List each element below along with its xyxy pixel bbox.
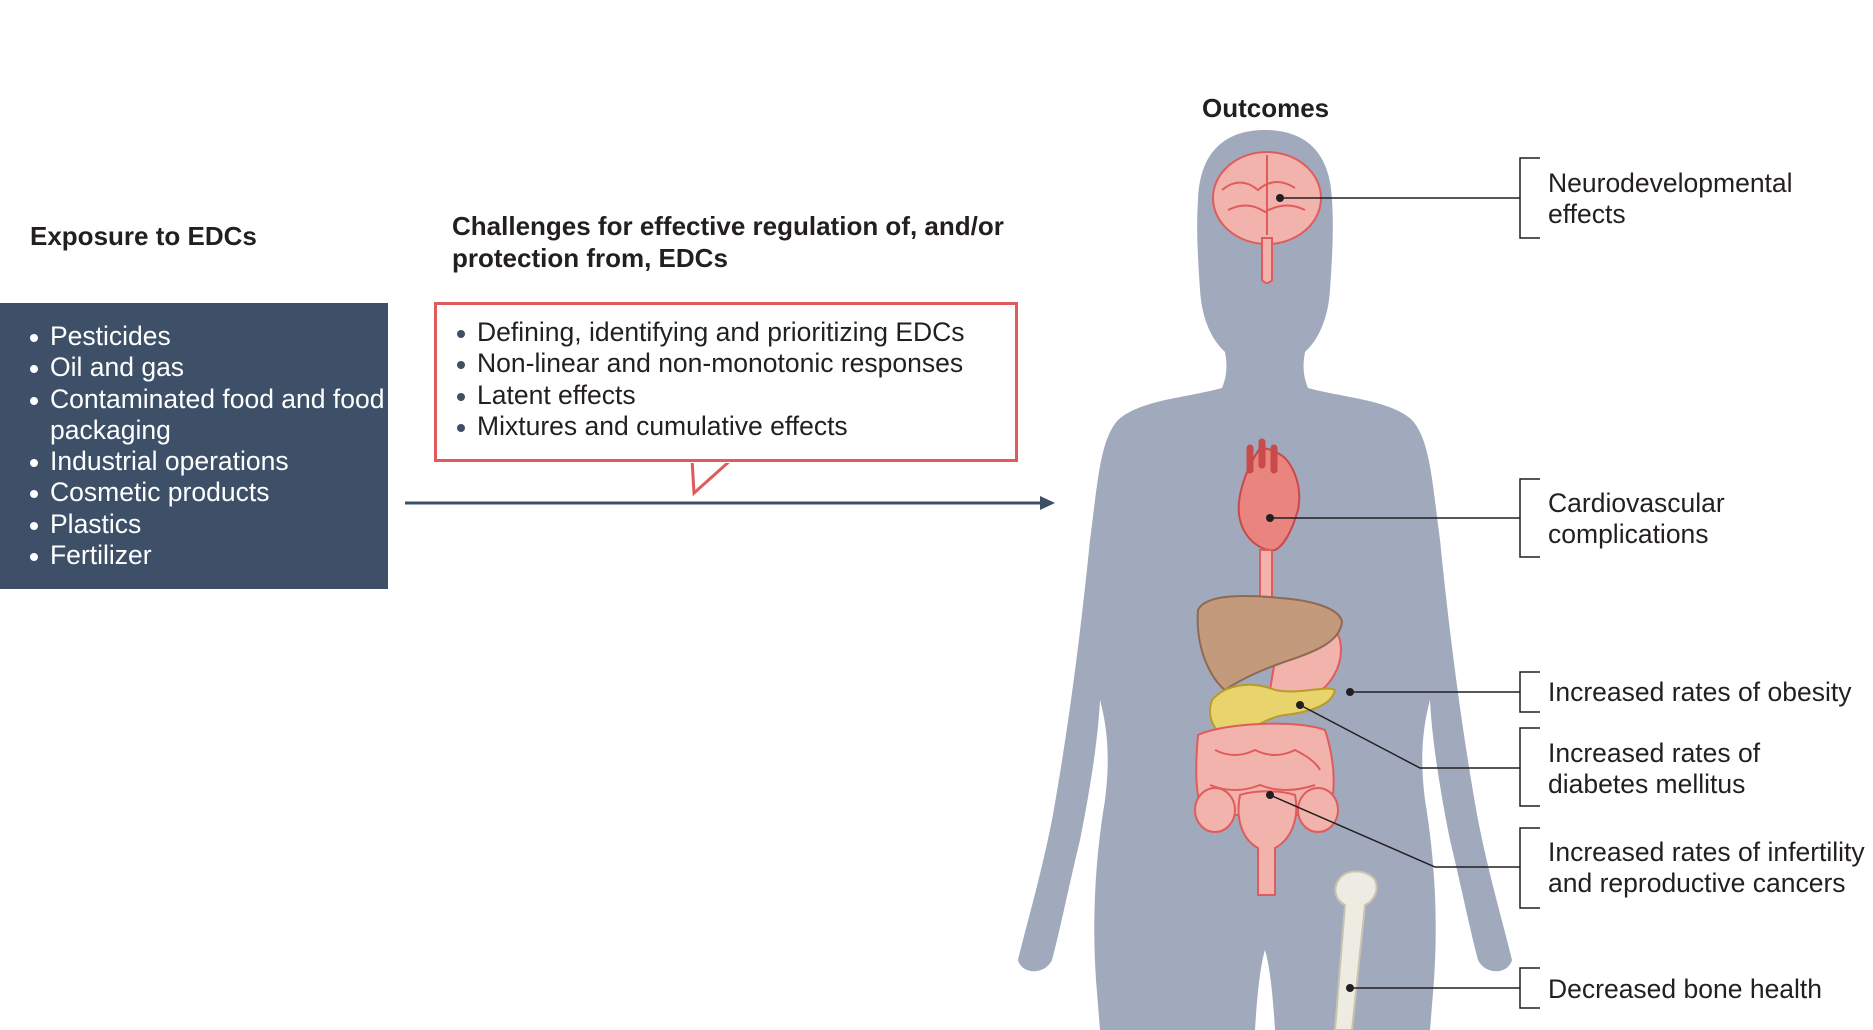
list-item: Oil and gas [30, 352, 388, 383]
callout-lines [1269, 157, 1540, 1009]
list-item: Non-linear and non-monotonic responses [457, 348, 1015, 379]
list-item: Defining, identifying and prioritizing E… [457, 317, 1015, 348]
challenges-box: Defining, identifying and prioritizing E… [434, 302, 1018, 462]
outcome-diabetes: Increased rates of diabetes mellitus [1548, 738, 1761, 799]
outcome-obesity: Increased rates of obesity [1548, 677, 1852, 707]
intestines-icon [1195, 722, 1335, 816]
heart-icon [1237, 438, 1301, 603]
exposure-box: Pesticides Oil and gas Contaminated food… [0, 303, 388, 589]
outcome-infertility: Increased rates of infertility and repro… [1548, 837, 1865, 898]
list-item: Plastics [30, 509, 388, 540]
list-item: Latent effects [457, 380, 1015, 411]
brain-icon [1212, 151, 1322, 284]
liver-icon [1196, 594, 1344, 692]
list-item: Mixtures and cumulative effects [457, 411, 1015, 442]
bone-icon [1333, 870, 1378, 1030]
list-item: Cosmetic products [30, 477, 388, 508]
callout-dots [1266, 194, 1354, 992]
challenges-title: Challenges for effective regulation of, … [452, 211, 1004, 273]
list-item: Pesticides [30, 321, 388, 352]
outcomes-title: Outcomes [1202, 93, 1330, 123]
list-item: Industrial operations [30, 446, 388, 477]
outcome-bone-health: Decreased bone health [1548, 974, 1823, 1004]
outcome-neurodevelopmental: Neurodevelopmental effects [1548, 168, 1793, 229]
exposure-title: Exposure to EDCs [30, 221, 257, 251]
outcome-cardiovascular: Cardiovascular complications [1548, 488, 1725, 549]
speech-bubble-tail [690, 457, 736, 497]
exposure-arrow [405, 496, 1055, 510]
list-item: Contaminated food and food packaging [30, 384, 388, 447]
list-item: Fertilizer [30, 540, 388, 571]
challenges-list: Defining, identifying and prioritizing E… [457, 317, 1015, 442]
exposure-list: Pesticides Oil and gas Contaminated food… [30, 321, 388, 571]
